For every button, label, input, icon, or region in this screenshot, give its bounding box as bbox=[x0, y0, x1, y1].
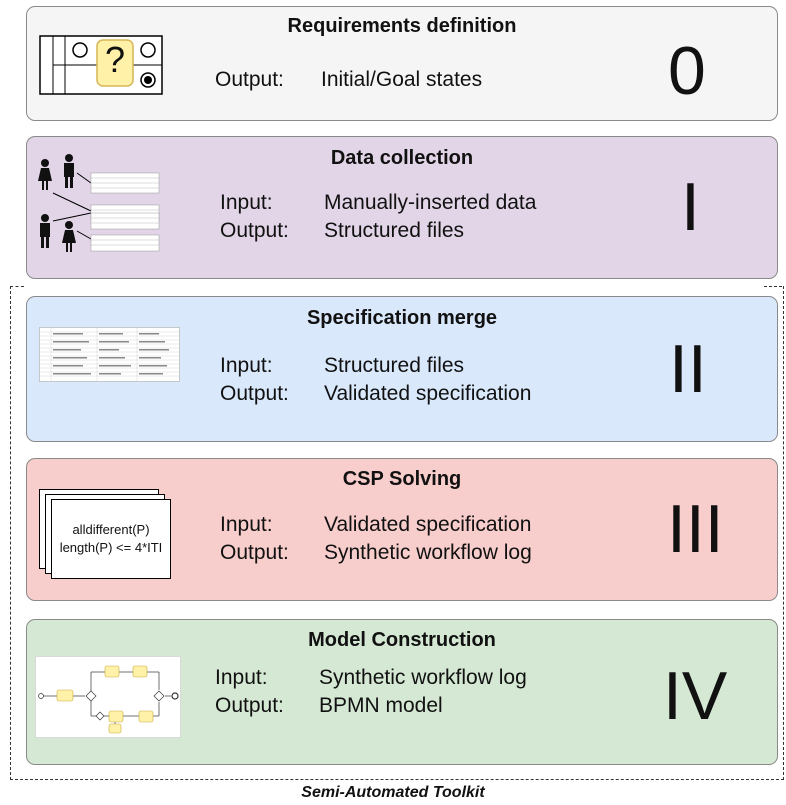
stage-numeral: IV bbox=[663, 658, 728, 734]
row-key: Output: bbox=[220, 382, 289, 405]
row-key: Input: bbox=[220, 354, 273, 377]
row-value: Synthetic workflow log bbox=[319, 666, 527, 689]
row-value: BPMN model bbox=[319, 694, 443, 717]
stage-output-row: Output: Initial/Goal states bbox=[215, 68, 482, 92]
question-mark: ? bbox=[104, 39, 126, 80]
stage-model-construction: Model Construction Input: Synthetic workf… bbox=[26, 619, 778, 765]
stage-title: Specification merge bbox=[306, 307, 498, 329]
document-stack-icon: alldifferent(P) length(P) <= 4*ITI bbox=[39, 489, 179, 585]
stage-title: Requirements definition bbox=[287, 15, 517, 37]
toolkit-boundary-top-right bbox=[764, 286, 782, 287]
toolkit-boundary-top-left bbox=[10, 286, 24, 287]
row-key: Output: bbox=[215, 694, 284, 717]
stage-input-row: Input: Validated specification bbox=[220, 513, 531, 537]
row-key: Input: bbox=[220, 191, 273, 214]
csp-constraint-line: length(P) <= 4*ITI bbox=[59, 540, 163, 555]
row-value: Synthetic workflow log bbox=[324, 541, 532, 564]
stage-title: Model Construction bbox=[308, 629, 496, 651]
row-value: Structured files bbox=[324, 219, 465, 242]
row-value: Structured files bbox=[324, 354, 465, 377]
merged-table-icon bbox=[39, 327, 180, 382]
row-value: Validated specification bbox=[324, 382, 532, 405]
stage-input-row: Input: Synthetic workflow log bbox=[215, 666, 527, 690]
row-value: Manually-inserted data bbox=[324, 191, 537, 214]
row-key: Input: bbox=[220, 513, 273, 536]
stage-title: CSP Solving bbox=[342, 468, 462, 490]
stage-csp-solving: CSP Solving Input: Validated specificatio… bbox=[26, 458, 778, 601]
row-key: Output: bbox=[220, 541, 289, 564]
people-to-tables-icon bbox=[38, 154, 160, 252]
bpmn-model-icon bbox=[35, 656, 181, 738]
stage-output-row: Output: BPMN model bbox=[215, 694, 443, 718]
stage-specification-merge: Specification merge Input: Structured fil… bbox=[26, 296, 778, 442]
row-key: Output: bbox=[215, 68, 284, 91]
stage-numeral: III bbox=[667, 491, 724, 567]
stage-output-row: Output: Structured files bbox=[220, 219, 464, 243]
row-key: Output: bbox=[220, 219, 289, 242]
stage-numeral: II bbox=[669, 331, 707, 407]
row-value: Validated specification bbox=[324, 513, 532, 536]
stage-input-row: Input: Structured files bbox=[220, 354, 464, 378]
csp-constraint-line: alldifferent(P) bbox=[72, 522, 150, 537]
row-value: Initial/Goal states bbox=[321, 68, 483, 91]
stage-numeral: I bbox=[681, 169, 700, 245]
stage-numeral: 0 bbox=[668, 33, 706, 109]
stage-data-collection: Data collection Input: Manually-inserted … bbox=[26, 136, 778, 279]
stage-title: Data collection bbox=[330, 147, 474, 169]
toolkit-boundary bbox=[10, 286, 784, 780]
state-diagram-icon bbox=[39, 35, 163, 95]
toolkit-caption: Semi-Automated Toolkit bbox=[301, 784, 485, 801]
stage-output-row: Output: Validated specification bbox=[220, 382, 531, 406]
stage-requirements-definition: Requirements definition Output: Initial/G… bbox=[26, 6, 778, 121]
stage-input-row: Input: Manually-inserted data bbox=[220, 191, 536, 215]
row-key: Input: bbox=[215, 666, 268, 689]
stage-output-row: Output: Synthetic workflow log bbox=[220, 541, 532, 565]
